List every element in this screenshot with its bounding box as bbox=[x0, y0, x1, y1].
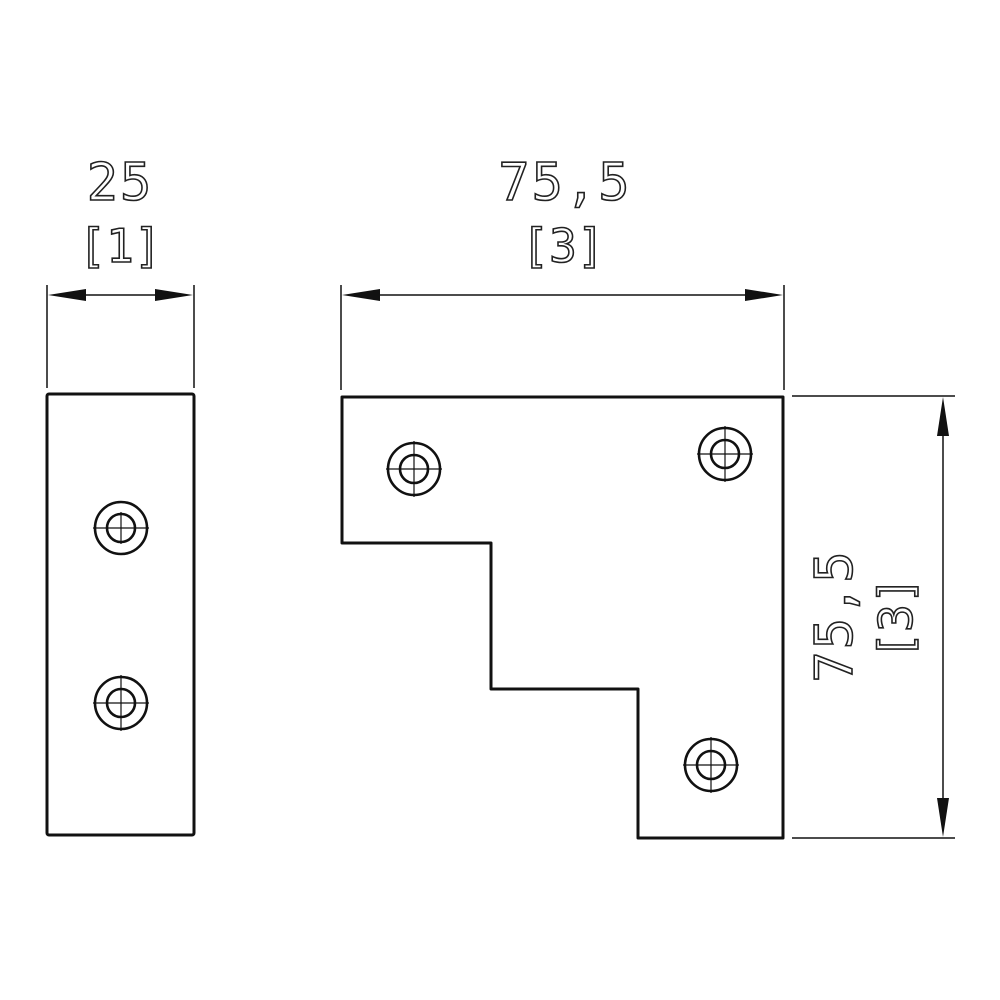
stepped-plate-outline bbox=[340, 395, 785, 840]
front-height-alt-value: [3] bbox=[869, 576, 923, 659]
front-width-alt-value: [3] bbox=[521, 219, 604, 273]
hole-icon bbox=[683, 737, 739, 793]
front-height-value: 75,5 bbox=[805, 549, 865, 682]
hole-icon bbox=[386, 441, 442, 497]
arrow-left-icon bbox=[48, 289, 86, 301]
arrow-right-icon bbox=[745, 289, 783, 301]
front-view: 75,5 [3] 75,5 [3] bbox=[340, 152, 955, 840]
hole-icon bbox=[93, 675, 149, 731]
arrow-left-icon bbox=[342, 289, 380, 301]
arrow-down-icon bbox=[937, 798, 949, 837]
side-width-value: 25 bbox=[87, 153, 154, 213]
hole-icon bbox=[697, 426, 753, 482]
side-width-alt-value: [1] bbox=[78, 219, 161, 273]
arrow-right-icon bbox=[155, 289, 193, 301]
front-width-value: 75,5 bbox=[498, 153, 631, 213]
arrow-up-icon bbox=[937, 397, 949, 436]
hole-icon bbox=[93, 500, 149, 556]
side-plate-outline bbox=[45, 392, 196, 837]
side-view: 25 [1] bbox=[45, 152, 196, 837]
